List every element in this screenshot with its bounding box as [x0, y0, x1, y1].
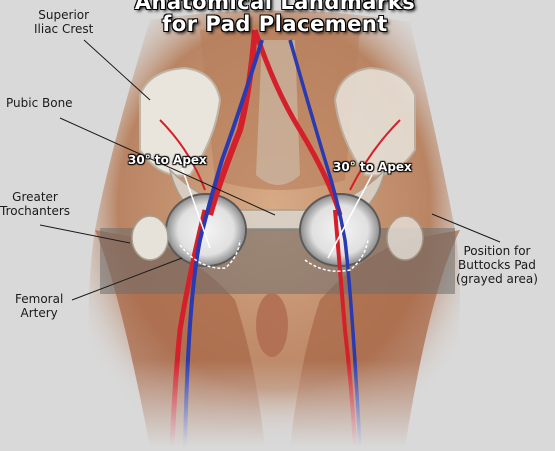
greater-trochanters-label: Greater Trochanters — [0, 190, 70, 218]
pubic-bone-label: Pubic Bone — [6, 96, 73, 110]
left-greater-trochanter — [132, 216, 168, 260]
superior-iliac-crest-line-1: Superior — [34, 8, 93, 22]
buttocks-pad-line-3: (grayed area) — [456, 272, 538, 286]
femoral-artery-label: Femoral Artery — [15, 292, 63, 320]
left-apex-label: 30° to Apex — [128, 153, 207, 167]
right-greater-trochanter — [387, 216, 423, 260]
buttocks-pad-label: Position for Buttocks Pad (grayed area) — [456, 244, 538, 286]
femoral-artery-line-1: Femoral — [15, 292, 63, 306]
sacrum — [256, 40, 300, 185]
buttocks-pad-line-1: Position for — [456, 244, 538, 258]
greater-trochanters-line-1: Greater — [0, 190, 70, 204]
greater-trochanters-line-2: Trochanters — [0, 204, 70, 218]
genital-region — [256, 293, 288, 357]
bottom-fade — [0, 360, 555, 447]
buttocks-pad-line-2: Buttocks Pad — [456, 258, 538, 272]
left-hip-socket — [166, 194, 246, 266]
superior-iliac-crest-label: Superior Iliac Crest — [34, 8, 93, 36]
title-line-2: for Pad Placement — [110, 12, 440, 36]
superior-iliac-crest-line-2: Iliac Crest — [34, 22, 93, 36]
femoral-artery-line-2: Artery — [15, 306, 63, 320]
right-apex-label: 30° to Apex — [333, 160, 412, 174]
